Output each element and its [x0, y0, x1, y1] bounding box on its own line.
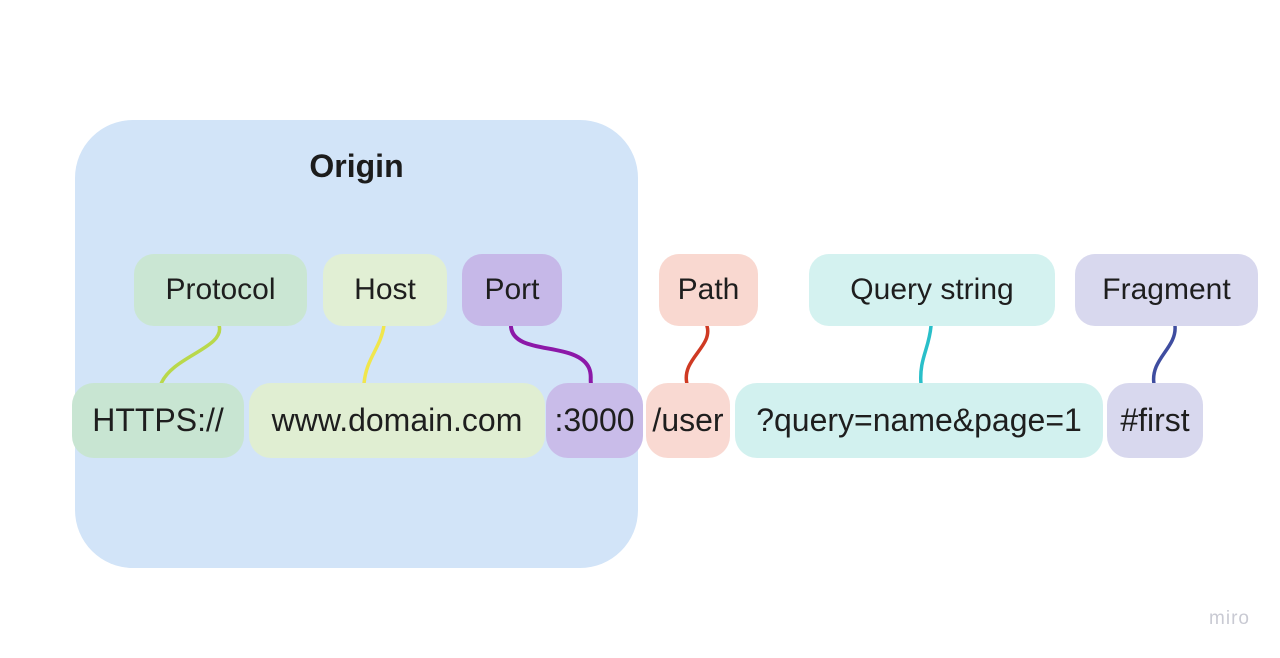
url-segment-fragment: #first [1107, 383, 1203, 458]
miro-watermark: miro [1209, 608, 1250, 629]
path-connector-line [684, 324, 710, 386]
query-string-label-chip: Query string [809, 254, 1055, 326]
origin-title: Origin [309, 148, 404, 184]
url-segment-host: www.domain.com [249, 383, 545, 458]
protocol-connector-line [159, 323, 222, 386]
fragment-connector-line [1151, 324, 1177, 386]
url-segment-port: :3000 [546, 383, 643, 458]
url-segment-query-string: ?query=name&page=1 [735, 383, 1103, 458]
port-label-chip: Port [462, 254, 562, 326]
protocol-label-chip: Protocol [134, 254, 307, 326]
url-segment-path: /user [646, 383, 730, 458]
host-label-chip: Host [323, 254, 447, 326]
port-connector-line [509, 325, 593, 386]
url-segment-protocol: HTTPS:// [72, 383, 244, 458]
query-string-connector-line [919, 324, 933, 386]
origin-group-box [75, 120, 638, 568]
path-label-chip: Path [659, 254, 758, 326]
fragment-label-chip: Fragment [1075, 254, 1258, 326]
host-connector-line [362, 323, 386, 386]
